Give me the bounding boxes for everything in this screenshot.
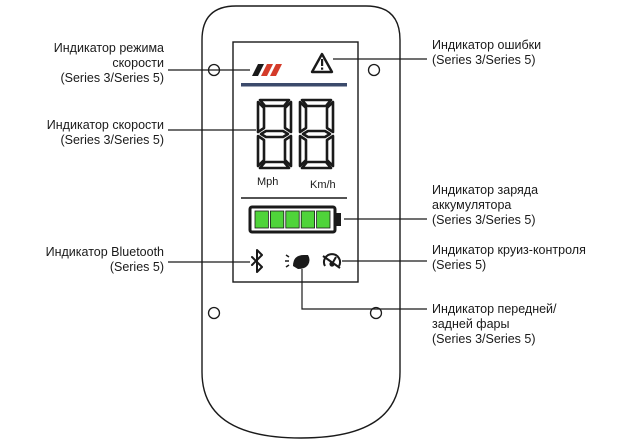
label-speed-mode: Индикатор режима скорости (Series 3/Seri… bbox=[53, 41, 164, 85]
display-window bbox=[232, 41, 359, 283]
speed-mode-stripes-icon bbox=[252, 64, 282, 76]
callout-lines bbox=[168, 58, 427, 310]
label-battery: Индикатор заряда аккумулятора (Series 3/… bbox=[432, 183, 539, 227]
speed-digits bbox=[256, 98, 335, 170]
bluetooth-icon bbox=[251, 249, 263, 273]
cruise-control-icon bbox=[322, 253, 341, 269]
warning-triangle-icon bbox=[310, 52, 334, 74]
callout-headlight bbox=[301, 269, 427, 310]
label-speed: Индикатор скорости (Series 3/Series 5) bbox=[46, 118, 164, 147]
battery-segment bbox=[254, 210, 269, 229]
battery-segment bbox=[316, 210, 331, 229]
battery-segment bbox=[285, 210, 300, 229]
screw-hole-bottom-left bbox=[207, 306, 221, 320]
label-headlight: Индикатор передней/ задней фары (Series … bbox=[432, 302, 557, 346]
label-cruise: Индикатор круиз-контроля (Series 5) bbox=[432, 243, 586, 272]
screw-hole-top-right bbox=[367, 63, 381, 77]
unit-kmh: Km/h bbox=[310, 179, 336, 191]
battery-segment bbox=[300, 210, 316, 229]
headlight-icon bbox=[285, 254, 310, 269]
screw-hole-bottom-right bbox=[369, 306, 383, 320]
label-error: Индикатор ошибки (Series 3/Series 5) bbox=[432, 38, 542, 67]
battery-segment bbox=[269, 210, 285, 229]
unit-mph: Mph bbox=[257, 176, 278, 188]
label-bluetooth: Индикатор Bluetooth (Series 5) bbox=[45, 245, 164, 274]
battery-icon bbox=[248, 205, 341, 234]
display-top-bar bbox=[241, 83, 347, 87]
